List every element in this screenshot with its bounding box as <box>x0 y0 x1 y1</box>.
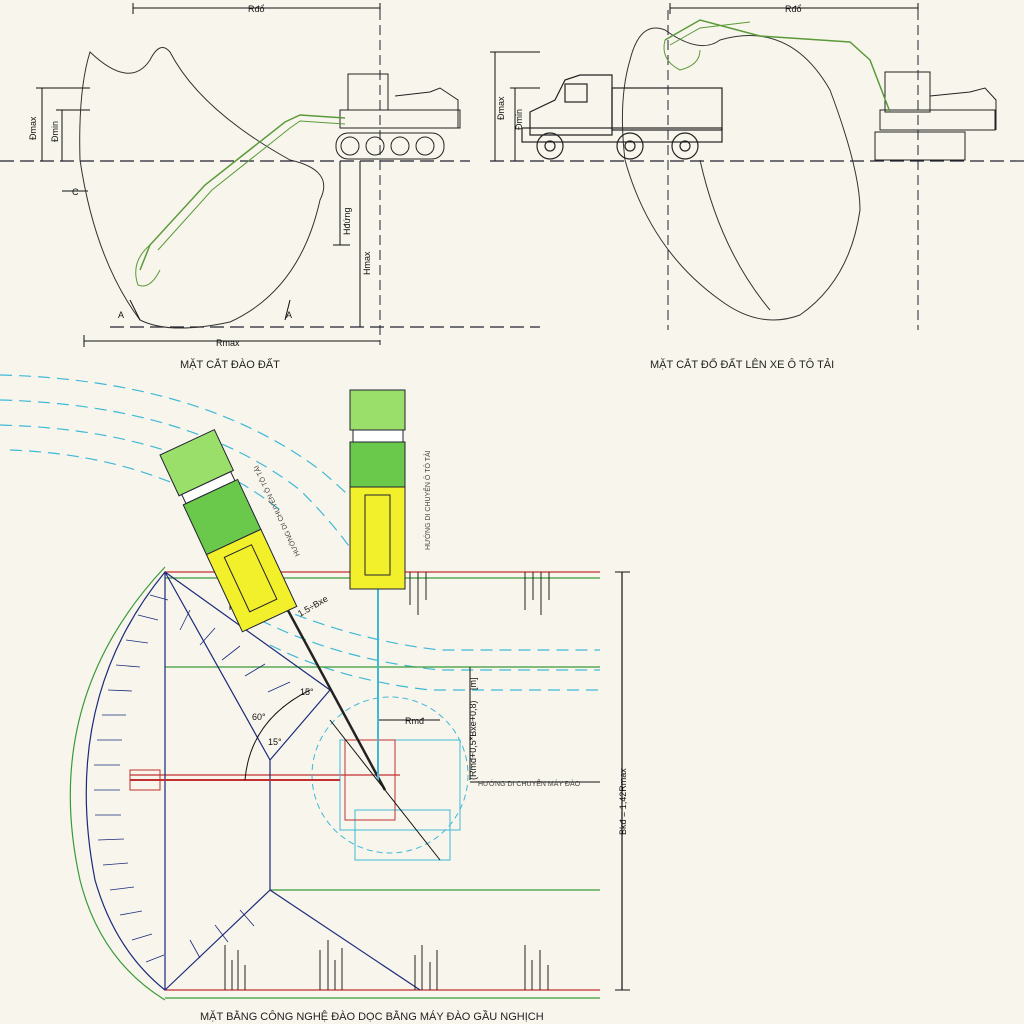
a-label-2: A <box>286 310 292 320</box>
excavator-plan <box>129 539 461 861</box>
dump-truck-plan-vertical <box>349 389 406 590</box>
angle-60: 60° <box>252 712 266 722</box>
dmax-label-left: Đmax <box>28 116 38 140</box>
truck-direction-label-2: HƯỚNG DI CHUYỂN Ô TÔ TẢI <box>423 450 432 550</box>
dmax-label-right: Đmax <box>496 96 506 120</box>
m-unit-label: [m] <box>468 678 478 691</box>
dump-truck-plan-angled <box>159 428 298 633</box>
dumping-caption: MẶT CẮT ĐỔ ĐẤT LÊN XE Ô TÔ TẢI <box>650 358 834 371</box>
rmax-label: Rmax <box>216 338 240 348</box>
excavation-caption: MẶT CẮT ĐÀO ĐẤT <box>180 358 280 371</box>
c-label: C <box>72 187 79 197</box>
dumping-section: Rđổ Đmax Đmin <box>490 3 1024 371</box>
excavator-direction-label: HƯỚNG DI CHUYỂN MÁY ĐÀO <box>478 779 581 788</box>
dmin-label-right: Đmin <box>514 109 524 130</box>
plan-caption: MẶT BẰNG CÔNG NGHỆ ĐÀO DỌC BẰNG MÁY ĐÀO … <box>200 1010 544 1023</box>
a-label-1: A <box>118 310 124 320</box>
bkd-label: Bkđ = 1,42Rmax <box>618 768 628 835</box>
excavation-section: Rđổ Đmax Đmin C Hđứng Hmax Rmax A A <box>0 3 540 371</box>
hdung-label: Hđứng <box>342 207 352 235</box>
rmd-label: Rmđ <box>405 716 424 726</box>
hmax-label: Hmax <box>362 251 372 275</box>
dump-truck-side <box>521 74 723 160</box>
excavator-right <box>663 19 997 161</box>
rdo-label-left: Rđổ <box>248 4 265 14</box>
rdo-label-right: Rđổ <box>785 4 802 14</box>
excavator-left <box>135 73 461 287</box>
dmin-label-left: Đmin <box>50 121 60 142</box>
plan-view: Bkđ = 1,42Rmax (Rmđ+0,5*Bxe+0,8) [m] HƯỚ… <box>0 374 630 1023</box>
angle-15-b: 15° <box>268 737 282 747</box>
formula-label: (Rmđ+0,5*Bxe+0,8) <box>468 700 478 780</box>
bxe-label: 1.5÷Bxe <box>296 594 330 619</box>
hatching <box>94 594 291 963</box>
